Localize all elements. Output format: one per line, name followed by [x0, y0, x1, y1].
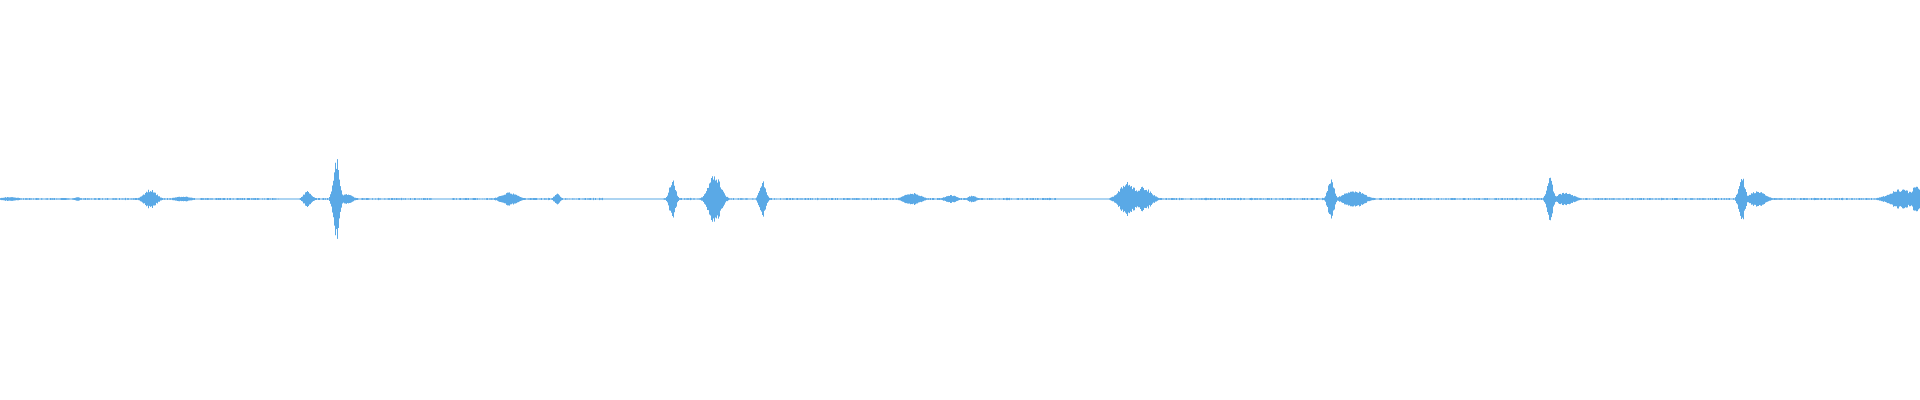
waveform-samples	[0, 159, 1920, 239]
